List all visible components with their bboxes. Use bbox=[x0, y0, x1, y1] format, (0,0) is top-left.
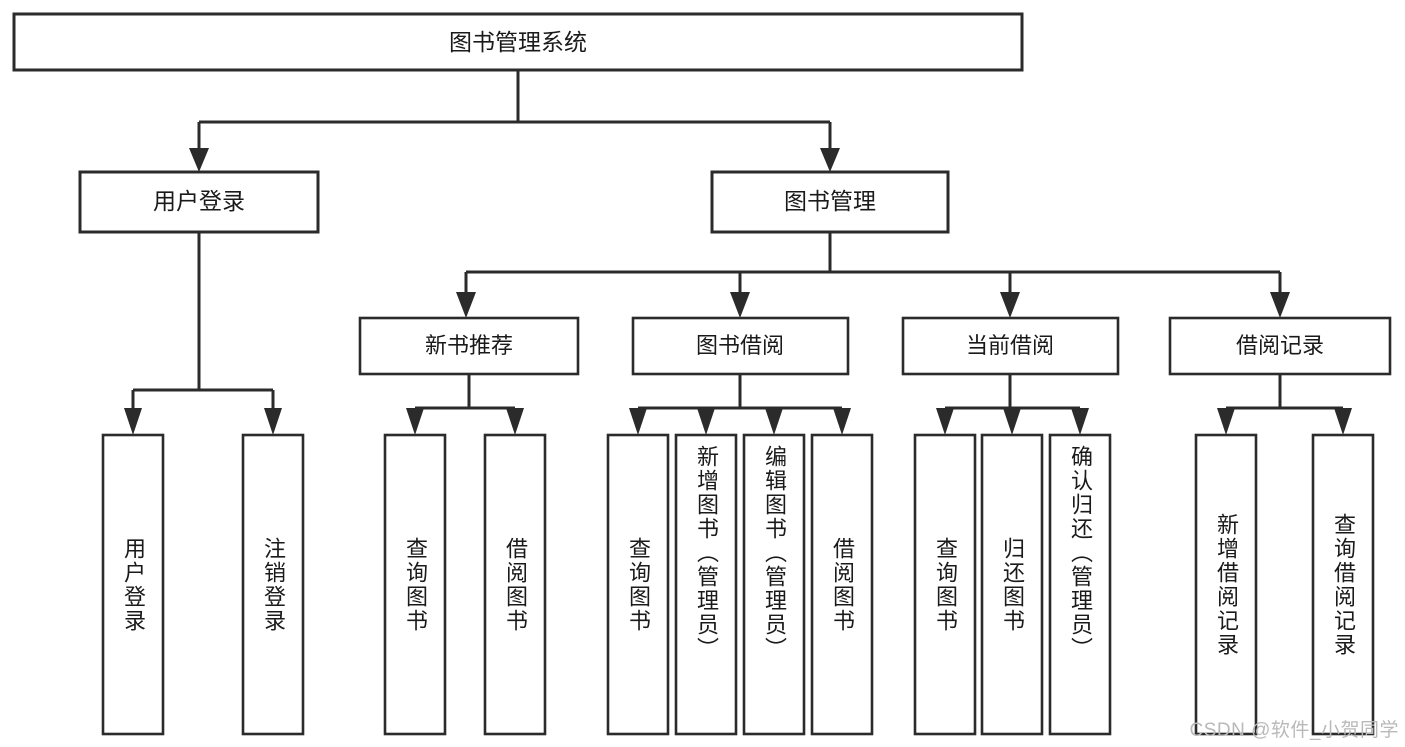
node-root-system[interactable]: 图书管理系统 bbox=[12, 12, 1024, 72]
node-book-borrow[interactable]: 图书借阅 bbox=[631, 316, 850, 376]
node-leaf-add-borrow-record-rect[interactable] bbox=[1194, 433, 1258, 736]
node-root-system-label: 图书管理系统 bbox=[449, 29, 587, 55]
node-leaf-query-book-1-rect[interactable] bbox=[383, 433, 447, 736]
arrow-to-leaf-user-logout bbox=[264, 408, 282, 435]
connector-book-manage-to-level3 bbox=[456, 232, 1290, 318]
arrow-to-borrow-record bbox=[1270, 292, 1290, 318]
node-borrow-record-rect[interactable] bbox=[1168, 316, 1392, 376]
node-user-login-rect[interactable] bbox=[78, 170, 320, 234]
node-book-manage-label: 图书管理 bbox=[784, 188, 876, 214]
arrow-to-new-book-recommend bbox=[456, 292, 476, 318]
node-borrow-record[interactable]: 借阅记录 bbox=[1168, 316, 1392, 376]
leaf-rects bbox=[101, 433, 1375, 736]
node-leaf-return-book-rect[interactable] bbox=[980, 433, 1044, 736]
node-book-borrow-label: 图书借阅 bbox=[696, 333, 784, 358]
arrow-to-leaf-user-login bbox=[124, 408, 142, 435]
node-user-login-label: 用户登录 bbox=[153, 188, 245, 214]
arrow-to-leaf-add-borrow-record bbox=[1217, 408, 1235, 435]
node-new-book-recommend-rect[interactable] bbox=[358, 316, 580, 376]
node-borrow-record-label: 借阅记录 bbox=[1236, 333, 1324, 358]
arrow-to-leaf-add-book-admin bbox=[697, 408, 715, 435]
arrow-to-leaf-query-book-2 bbox=[629, 408, 647, 435]
arrow-to-leaf-edit-book-admin bbox=[765, 408, 783, 435]
node-leaf-query-book-2-rect[interactable] bbox=[606, 433, 670, 736]
node-new-book-recommend[interactable]: 新书推荐 bbox=[358, 316, 580, 376]
arrow-to-book-manage bbox=[820, 148, 840, 172]
connector-new-book-recommend-to-leaves bbox=[406, 374, 524, 435]
node-leaf-query-book-3-rect[interactable] bbox=[913, 433, 977, 736]
arrow-to-leaf-query-book-1 bbox=[406, 408, 424, 435]
node-leaf-user-logout-rect[interactable] bbox=[241, 433, 305, 736]
node-leaf-query-borrow-record-rect[interactable] bbox=[1311, 433, 1375, 736]
node-book-manage[interactable]: 图书管理 bbox=[710, 170, 950, 234]
node-leaf-borrow-book-2-rect[interactable] bbox=[810, 433, 874, 736]
arrow-to-leaf-borrow-book-1 bbox=[506, 408, 524, 435]
arrow-to-leaf-query-borrow-record bbox=[1334, 408, 1352, 435]
node-leaf-borrow-book-1-rect[interactable] bbox=[483, 433, 547, 736]
node-leaf-add-book-admin-rect[interactable] bbox=[674, 433, 738, 736]
node-book-borrow-rect[interactable] bbox=[631, 316, 850, 376]
connector-current-borrow-to-leaves bbox=[936, 374, 1089, 435]
connector-borrow-record-to-leaves bbox=[1217, 374, 1352, 435]
arrow-to-current-borrow bbox=[1000, 292, 1020, 318]
node-leaf-user-login-rect[interactable] bbox=[101, 433, 165, 736]
node-leaf-confirm-return-admin-rect[interactable] bbox=[1048, 433, 1112, 736]
arrow-to-book-borrow bbox=[730, 292, 750, 318]
connector-root-to-level2 bbox=[189, 70, 840, 172]
connector-user-login-to-leaves bbox=[124, 232, 282, 435]
arrow-to-leaf-return-book bbox=[1003, 408, 1021, 435]
arrow-to-leaf-borrow-book-2 bbox=[833, 408, 851, 435]
node-book-manage-rect[interactable] bbox=[710, 170, 950, 234]
node-root-system-rect[interactable] bbox=[12, 12, 1024, 72]
node-current-borrow[interactable]: 当前借阅 bbox=[901, 316, 1120, 376]
connector-book-borrow-to-leaves bbox=[629, 374, 851, 435]
node-current-borrow-rect[interactable] bbox=[901, 316, 1120, 376]
node-leaf-edit-book-admin-rect[interactable] bbox=[742, 433, 806, 736]
arrow-to-leaf-query-book-3 bbox=[936, 408, 954, 435]
node-new-book-recommend-label: 新书推荐 bbox=[425, 333, 513, 358]
arrow-to-leaf-confirm-return-admin bbox=[1071, 408, 1089, 435]
node-user-login[interactable]: 用户登录 bbox=[78, 170, 320, 234]
node-current-borrow-label: 当前借阅 bbox=[966, 333, 1054, 358]
arrow-to-user-login bbox=[189, 148, 209, 172]
csdn-watermark: CSDN @软件_小贺同学 bbox=[1189, 720, 1399, 741]
